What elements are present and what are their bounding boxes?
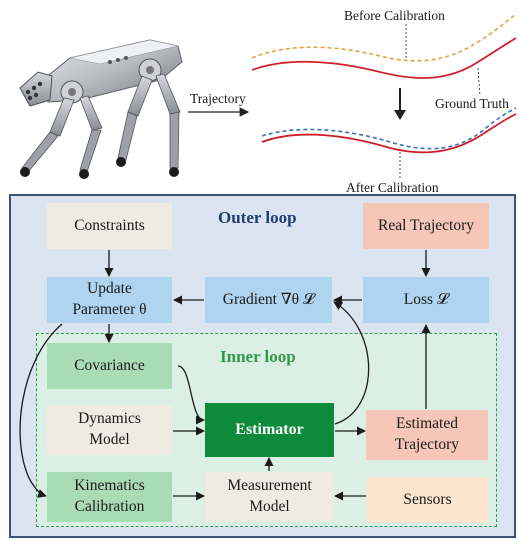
estimator-box: Estimator	[205, 403, 334, 457]
outer-loop-title: Outer loop	[218, 208, 297, 227]
inner-loop-title: Inner loop	[220, 347, 296, 366]
dynamics-model-box: Dynamics Model	[47, 405, 172, 455]
measurement-label-line2: Model	[249, 498, 290, 515]
estimated-label-line2: Trajectory	[395, 436, 459, 453]
dynamics-label-line1: Dynamics	[78, 410, 141, 428]
real-trajectory-box: Real Trajectory	[363, 203, 489, 249]
calibration-curves	[251, 13, 517, 180]
loss-label: Loss 𝓛	[403, 290, 449, 308]
gradient-box: Gradient ∇θ 𝓛	[205, 277, 332, 323]
update-parameter-box: Update Parameter θ	[47, 277, 172, 323]
estimated-label-line1: Estimated	[396, 415, 458, 433]
real-trajectory-label: Real Trajectory	[378, 216, 474, 234]
measurement-label-line1: Measurement	[227, 477, 312, 495]
update-label-line2: Parameter θ	[72, 301, 147, 318]
sensors-box: Sensors	[367, 477, 488, 523]
estimated-trajectory-box: Estimated Trajectory	[366, 410, 488, 460]
quadruped-robot-icon	[19, 39, 183, 179]
kinematics-label-line1: Kinematics	[74, 477, 145, 495]
before-calibration-label: Before Calibration	[344, 8, 445, 23]
dynamics-label-line2: Model	[89, 431, 130, 448]
measurement-model-box: Measurement Model	[205, 472, 334, 522]
trajectory-arrow	[188, 107, 250, 117]
update-label-line1: Update	[87, 280, 132, 298]
kinematics-label-line2: Calibration	[74, 498, 145, 515]
estimator-label: Estimator	[235, 421, 304, 439]
after-calibration-curve	[261, 107, 517, 150]
kinematics-calibration-box: Kinematics Calibration	[47, 472, 172, 522]
constraints-box: Constraints	[47, 203, 172, 249]
covariance-label: Covariance	[74, 356, 145, 374]
ground-truth-curve-top	[251, 37, 517, 79]
gradient-label: Gradient ∇θ 𝓛	[222, 290, 315, 308]
constraints-label: Constraints	[74, 216, 145, 234]
trajectory-label: Trajectory	[190, 91, 246, 106]
after-calibration-label: After Calibration	[346, 180, 439, 195]
ground-truth-label: Ground Truth	[435, 96, 509, 111]
ground-truth-curve-bottom	[261, 113, 517, 154]
covariance-box: Covariance	[47, 343, 172, 389]
loss-box: Loss 𝓛	[363, 277, 489, 323]
sensors-label: Sensors	[403, 490, 452, 508]
